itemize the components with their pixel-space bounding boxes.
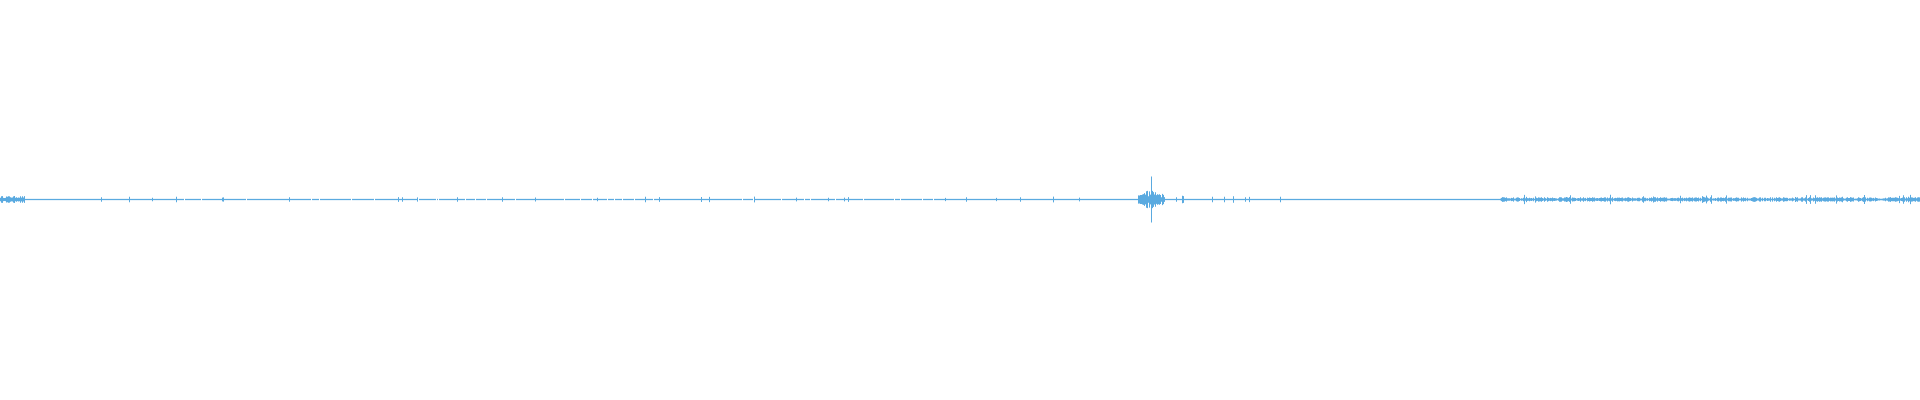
waveform-path: [0, 176, 1920, 223]
